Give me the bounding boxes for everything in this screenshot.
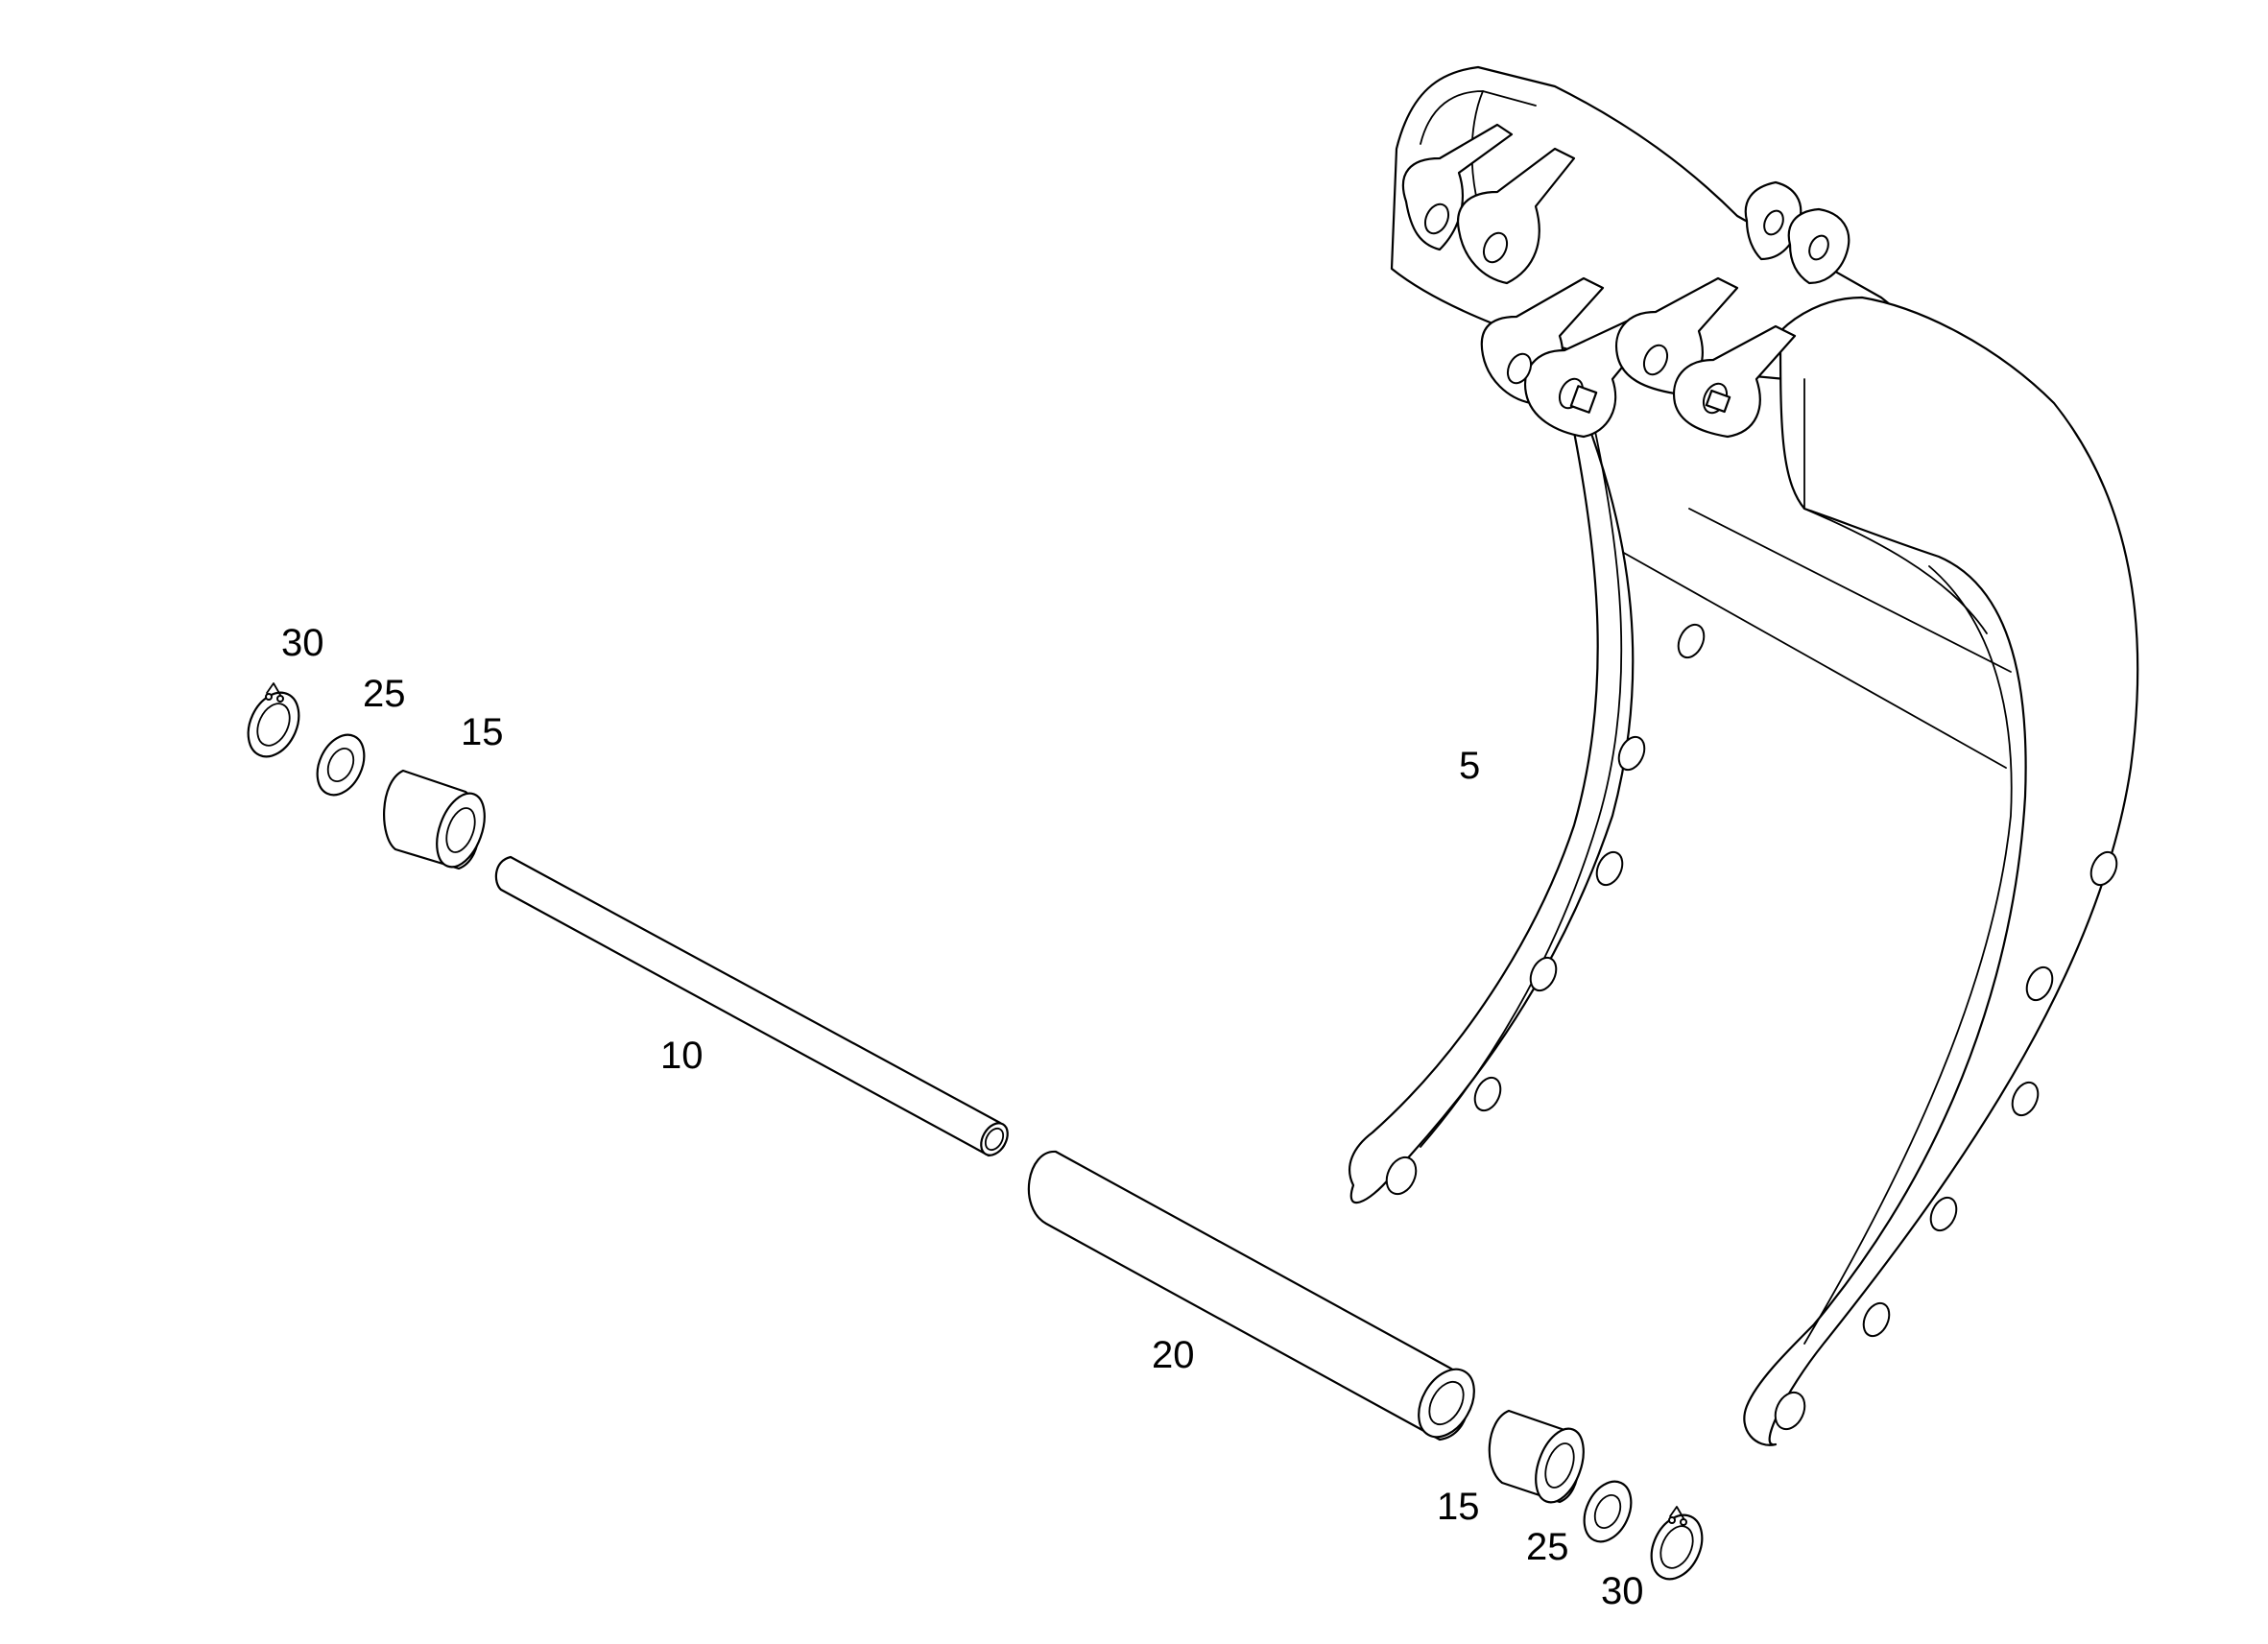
washer-left-part-25 (316, 733, 366, 797)
retaining-ring-right-part-30 (1650, 1506, 1704, 1581)
callout-part-10: 10 (660, 1035, 704, 1077)
bushing-right-part-15 (1488, 1409, 1585, 1504)
callout-part-15-left: 15 (461, 711, 504, 753)
callout-part-15-right: 15 (1437, 1486, 1480, 1528)
washer-right-part-25 (1583, 1480, 1633, 1543)
fork-bracket-part-5 (1349, 65, 2139, 1446)
callout-part-5: 5 (1459, 745, 1481, 787)
callout-part-25-left: 25 (363, 673, 406, 715)
bushing-left-part-15 (383, 769, 486, 870)
callout-part-20: 20 (1152, 1334, 1195, 1376)
callout-part-30-right: 30 (1601, 1570, 1644, 1612)
callout-part-30-left: 30 (281, 622, 324, 664)
pin-part-10 (494, 855, 1009, 1157)
callout-part-25-right: 25 (1526, 1526, 1569, 1568)
tube-part-20 (1027, 1150, 1475, 1441)
retaining-ring-left-part-30 (247, 682, 300, 758)
